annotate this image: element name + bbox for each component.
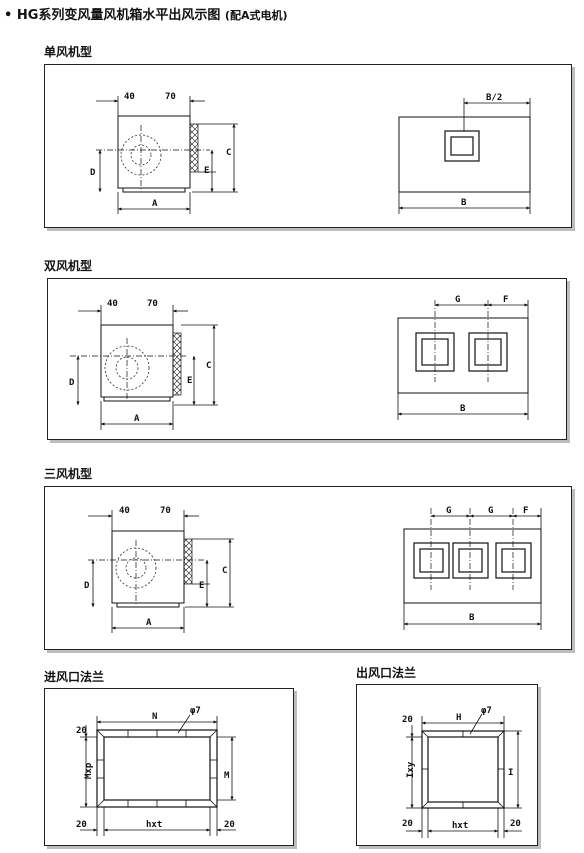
single-dim-C: C — [226, 148, 231, 158]
triple-dim-C: C — [222, 566, 227, 576]
single-outlet-inner — [450, 136, 474, 156]
single-dim-70: 70 — [165, 92, 176, 102]
page-title-sub: (配A式电机) — [224, 9, 288, 22]
outlet-dim-hxt: hxt — [452, 821, 468, 831]
triple-dim-F: F — [523, 506, 528, 516]
triple-outlet-hatch — [183, 538, 193, 585]
single-fan-hub — [130, 144, 152, 166]
single-dim-40: 40 — [124, 92, 135, 102]
outlet-dim-20-right: 20 — [510, 819, 521, 829]
double-dim-C: C — [206, 361, 211, 371]
outlet-flange-drawing — [406, 713, 522, 838]
triple-base — [116, 602, 180, 608]
double-casing — [100, 324, 174, 398]
section-title-outlet: 出风口法兰 — [356, 666, 417, 680]
outlet-flange-inner — [427, 736, 499, 803]
double-dim-A: A — [134, 414, 140, 424]
triple-dim-70: 70 — [160, 506, 171, 516]
section-title-inlet: 进风口法兰 — [44, 670, 105, 684]
page-title-main: • HG系列变风量风机箱水平出风示图 — [4, 8, 221, 23]
single-dim-D: D — [90, 168, 96, 178]
inlet-dim-M: M — [224, 771, 230, 781]
single-casing — [117, 115, 191, 189]
triple-dim-B: B — [469, 613, 475, 623]
inlet-dim-20-top: 20 — [76, 726, 87, 736]
double-dim-70: 70 — [147, 299, 158, 309]
section-title-double: 双风机型 — [44, 259, 93, 273]
double-outlet-hatch — [172, 332, 182, 396]
outlet-dim-I: I — [508, 768, 513, 778]
double-dim-D: D — [69, 378, 75, 388]
page-title: • HG系列变风量风机箱水平出风示图 (配A式电机) — [4, 4, 288, 23]
inlet-flange-drawing — [80, 714, 236, 836]
triple-dim-A: A — [146, 618, 152, 628]
section-title-triple: 三风机型 — [44, 467, 93, 481]
triple-outlet-3-inner — [501, 548, 526, 573]
inlet-dim-N: N — [152, 712, 157, 722]
single-base — [122, 187, 186, 193]
single-dim-A: A — [152, 199, 158, 209]
triple-outlet-2-inner — [458, 548, 483, 573]
inlet-dim-phi7: φ7 — [190, 706, 201, 716]
triple-dim-D: D — [84, 581, 90, 591]
double-side-view — [70, 305, 218, 430]
section-title-single: 单风机型 — [44, 45, 93, 59]
double-dim-B: B — [460, 404, 466, 414]
triple-casing — [111, 530, 185, 604]
double-dim-G: G — [455, 295, 460, 305]
double-dim-F: F — [503, 295, 508, 305]
double-base — [103, 396, 171, 402]
single-dim-E: E — [204, 166, 209, 176]
inlet-dim-Mxp: Mxp — [84, 762, 94, 779]
single-fan-circle — [120, 134, 162, 176]
single-dim-B-half: B/2 — [486, 93, 502, 103]
triple-side-view — [88, 510, 234, 633]
outlet-dim-20-left: 20 — [402, 819, 413, 829]
outlet-dim-20-top: 20 — [402, 715, 413, 725]
double-dim-40: 40 — [107, 299, 118, 309]
triple-dim-40: 40 — [119, 506, 130, 516]
inlet-dim-hxt: hxt — [146, 820, 162, 830]
double-dim-E: E — [187, 376, 192, 386]
single-side-view — [96, 96, 238, 214]
inlet-dim-20-left: 20 — [76, 820, 87, 830]
triple-dim-E: E — [199, 581, 204, 591]
triple-front-view — [403, 508, 542, 630]
single-dim-B: B — [461, 198, 467, 208]
single-outlet-hatch — [189, 123, 199, 173]
outlet-dim-Ixy: Ixy — [406, 761, 416, 778]
outlet-dim-phi7: φ7 — [481, 706, 492, 716]
triple-outlet-1-inner — [419, 548, 444, 573]
inlet-flange-inner — [103, 736, 211, 801]
double-fan-circle — [104, 345, 150, 391]
triple-fan-hub — [125, 557, 147, 579]
double-front-view — [397, 300, 529, 420]
triple-dim-G-2: G — [488, 506, 493, 516]
inlet-dim-20-right: 20 — [224, 820, 235, 830]
outlet-dim-H: H — [456, 713, 461, 723]
triple-dim-G-1: G — [446, 506, 451, 516]
single-front-view — [398, 98, 531, 214]
